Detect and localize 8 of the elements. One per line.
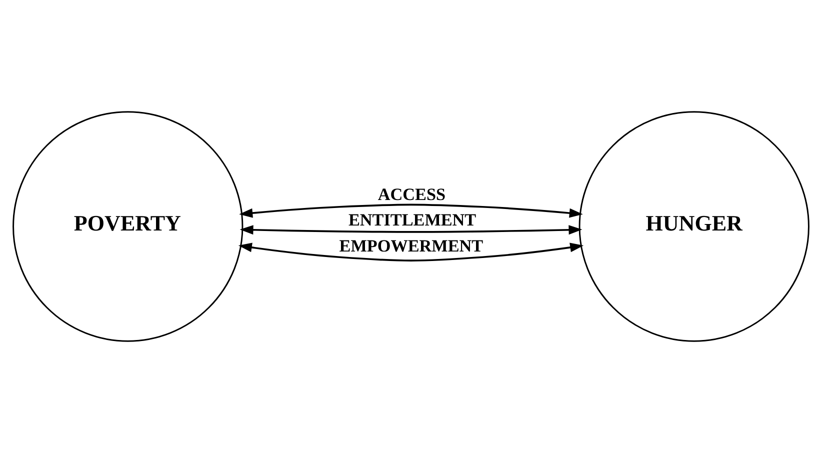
node-circle: HUNGER	[578, 110, 810, 342]
edge-label: ACCESS	[378, 184, 446, 204]
edge-label: ENTITLEMENT	[348, 210, 476, 230]
edge-label: EMPOWERMENT	[339, 236, 484, 255]
node-circle: POVERTY	[12, 110, 244, 342]
arrow	[240, 224, 582, 234]
arrow	[238, 242, 584, 261]
arrow	[239, 203, 583, 218]
